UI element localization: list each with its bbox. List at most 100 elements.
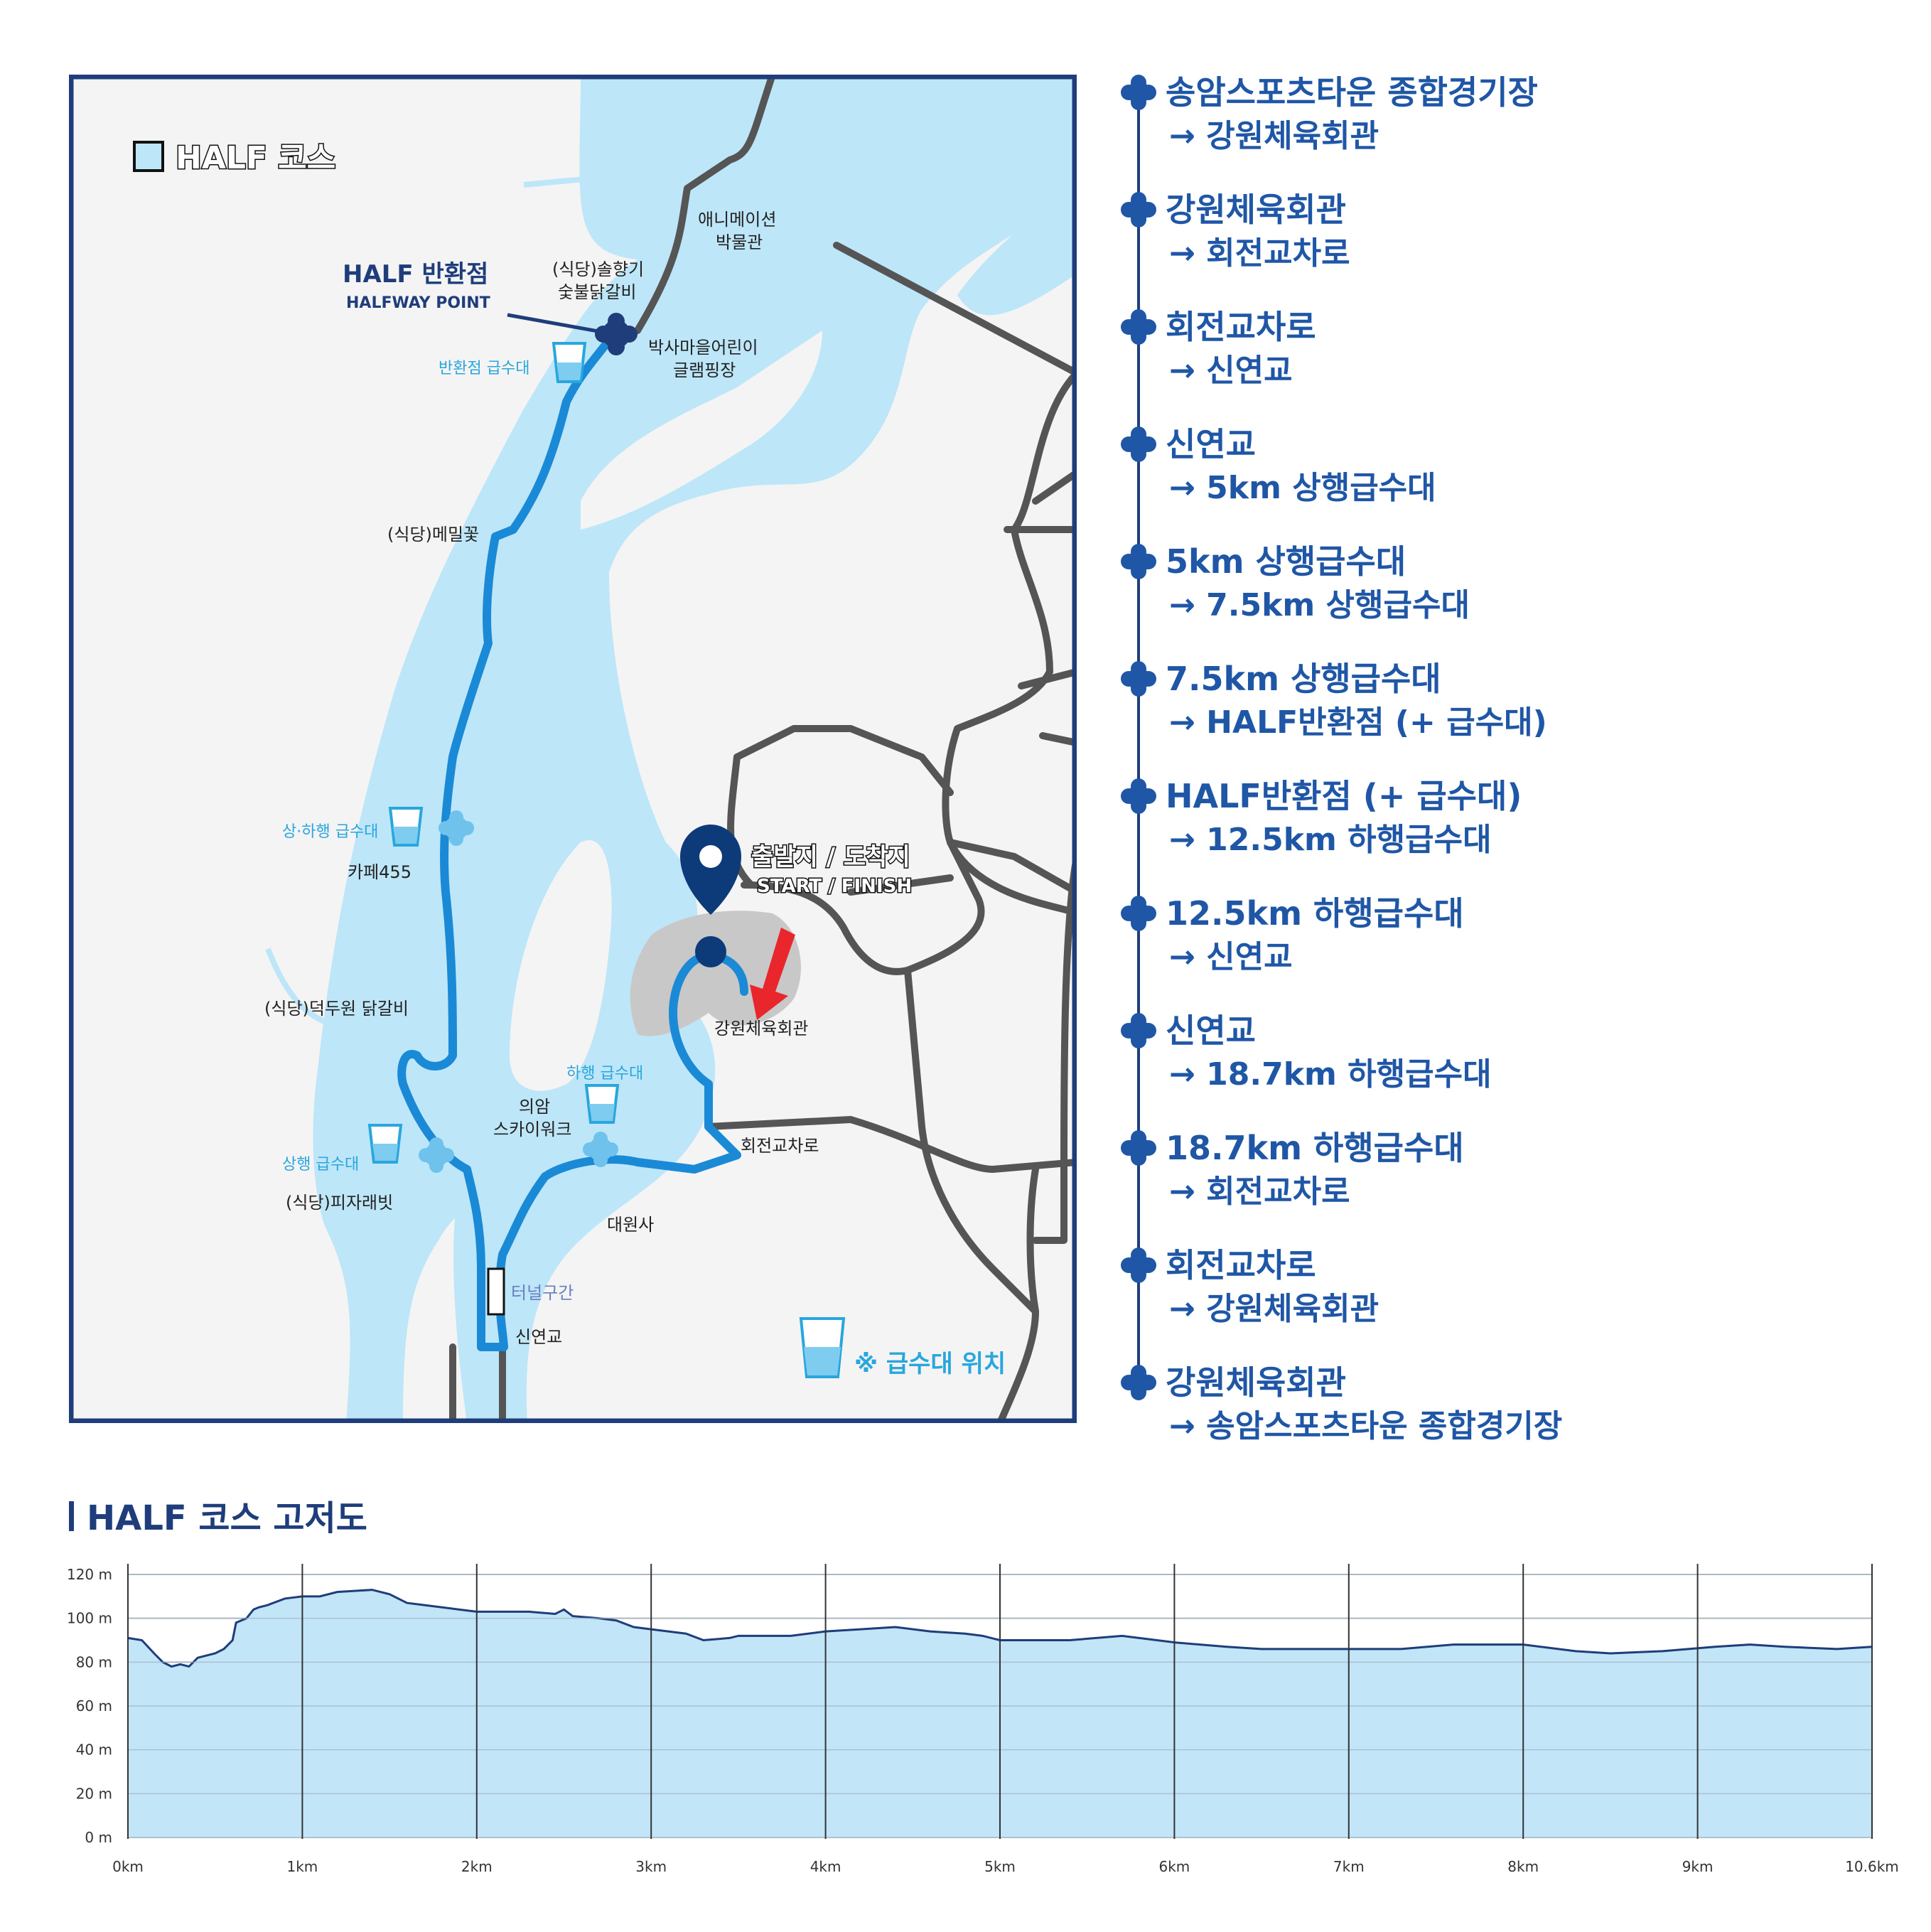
y-tick-label: 120 m [67, 1566, 112, 1583]
legend-bullet-icon [1121, 1365, 1156, 1400]
legend-bullet-icon [1121, 896, 1156, 931]
place-label: (식당)덕두원 닭갈비 [264, 999, 409, 1019]
legend-step-to: → 강원체육회관 [1169, 1291, 1379, 1327]
legend-bullet-icon [1121, 426, 1156, 462]
island-lower [510, 839, 612, 1091]
water-station-marker [419, 1137, 454, 1173]
x-tick-label: 9km [1682, 1858, 1714, 1875]
place-label: 스카이워크 [493, 1120, 571, 1139]
place-label: 신연교 [515, 1327, 562, 1347]
water-label-up-down: 상·하행 급수대 [282, 823, 378, 841]
halfway-leader-line [507, 313, 603, 334]
legend-bullet-icon [1121, 1130, 1156, 1166]
legend-step-to: → 송암스포츠타운 종합경기장 [1169, 1408, 1562, 1444]
x-tick-label: 6km [1159, 1858, 1190, 1875]
legend-step-from: 신연교 [1166, 425, 1256, 463]
elevation-chart: HALF 코스 고저도 0 m 20 m 40 m 60 m 80 m 100 m 120 … [67, 1498, 1899, 1875]
water-label-turnaround: 반환점 급수대 [439, 360, 529, 377]
y-tick-label: 80 m [76, 1653, 112, 1670]
river [313, 79, 1072, 1419]
y-tick-label: 100 m [67, 1610, 112, 1627]
map-pin-hole [699, 845, 722, 868]
water-note: ※ 급수대 위치 [854, 1350, 1006, 1378]
place-label: (식당)피자래빗 [286, 1193, 393, 1213]
legend-swatch [133, 141, 164, 172]
legend-step-from: 신연교 [1166, 1011, 1256, 1050]
x-tick-label: 0km [112, 1858, 144, 1875]
legend-step-to: → 12.5km 하행급수대 [1169, 822, 1492, 858]
river-upper-left [652, 167, 840, 259]
water-glass-icon [367, 1124, 403, 1164]
tunnel-marker [487, 1267, 505, 1316]
legend-title: HALF 코스 [176, 140, 335, 176]
legend-step-from: HALF반환점 (+ 급수대) [1166, 777, 1522, 815]
halfway-subtitle: HALFWAY POINT [346, 294, 490, 312]
place-label: 카페455 [348, 862, 412, 882]
legend-step-from: 7.5km 상행급수대 [1166, 660, 1441, 698]
chart-title: HALF 코스 고저도 [87, 1498, 367, 1538]
water-glass-icon [552, 342, 587, 383]
legend-step-to: → 신연교 [1169, 939, 1293, 975]
legend-bullet-icon [1121, 192, 1156, 227]
start-title: 출발지 / 도착지 [751, 843, 910, 871]
y-tick-label: 60 m [76, 1697, 112, 1714]
legend-step-to: → 회전교차로 [1169, 1174, 1350, 1210]
water-glass-icon [584, 1084, 620, 1124]
legend-step-to: → 5km 상행급수대 [1169, 470, 1436, 506]
x-tick-label: 10.6km [1845, 1858, 1899, 1875]
x-tick-label: 1km [287, 1858, 318, 1875]
place-label: 의암 [519, 1097, 550, 1117]
legend-bullet-icon [1121, 661, 1156, 697]
water-glass-icon [799, 1317, 846, 1378]
water-station-marker [583, 1132, 618, 1167]
place-label: 애니메이션 [698, 210, 776, 230]
y-tick-label: 40 m [76, 1742, 112, 1759]
x-tick-label: 7km [1333, 1858, 1365, 1875]
map-frame [69, 75, 1077, 1423]
place-label: 회전교차로 [741, 1136, 819, 1156]
legend-step-from: 강원체육회관 [1166, 1363, 1346, 1402]
place-label: 글램핑장 [673, 360, 736, 380]
course-route [397, 323, 748, 1351]
y-tick-label: 0 m [85, 1829, 112, 1846]
legend-step-from: 12.5km 하행급수대 [1166, 894, 1464, 933]
legend-step-to: → 신연교 [1169, 353, 1293, 389]
place-label: 박사마을어린이 [648, 338, 758, 358]
chart-title-bar [69, 1501, 74, 1531]
legend-step-from: 회전교차로 [1166, 1246, 1316, 1284]
place-label: 박물관 [716, 232, 763, 252]
place-label: 대원사 [607, 1215, 654, 1235]
map-pin-icon [680, 825, 741, 915]
legend-step-from: 송암스포츠타운 종합경기장 [1166, 73, 1538, 112]
legend-bullet-icon [1121, 1013, 1156, 1048]
legend-bullet-icon [1121, 778, 1156, 814]
place-label: (식당)솔향기 [552, 259, 644, 279]
right-upper-water [957, 185, 1072, 316]
legend-step-from: 강원체육회관 [1166, 190, 1346, 229]
legend-step-from: 회전교차로 [1166, 308, 1316, 346]
road-network [449, 79, 1072, 1419]
legend-step-to: → 강원체육회관 [1169, 118, 1379, 154]
y-tick-label: 20 m [76, 1785, 112, 1802]
legend-step-to: → 7.5km 상행급수대 [1169, 587, 1470, 623]
start-dot [695, 936, 726, 967]
place-label: 강원체육회관 [714, 1019, 808, 1039]
water-glass-icon [388, 807, 424, 847]
legend-step-from: 5km 상행급수대 [1166, 542, 1406, 581]
legend-bullet-icon [1121, 309, 1156, 345]
legend-step-from: 18.7km 하행급수대 [1166, 1129, 1464, 1167]
water-label-up: 상행 급수대 [282, 1156, 359, 1174]
legend-bullet-icon [1121, 75, 1156, 110]
x-tick-label: 4km [810, 1858, 841, 1875]
island-upper [581, 331, 822, 530]
water-label-down: 하행 급수대 [566, 1065, 643, 1083]
legend-step-to: → 회전교차로 [1169, 235, 1350, 272]
place-label: (식당)메밀꽃 [387, 525, 479, 544]
stream-top [523, 175, 652, 188]
place-label: 숯불닭갈비 [558, 282, 636, 302]
legend-bullet-icon [1121, 1247, 1156, 1283]
legend-step-to: → 18.7km 하행급수대 [1169, 1056, 1492, 1093]
x-tick-label: 2km [461, 1858, 493, 1875]
start-subtitle: START / FINISH [757, 876, 912, 897]
